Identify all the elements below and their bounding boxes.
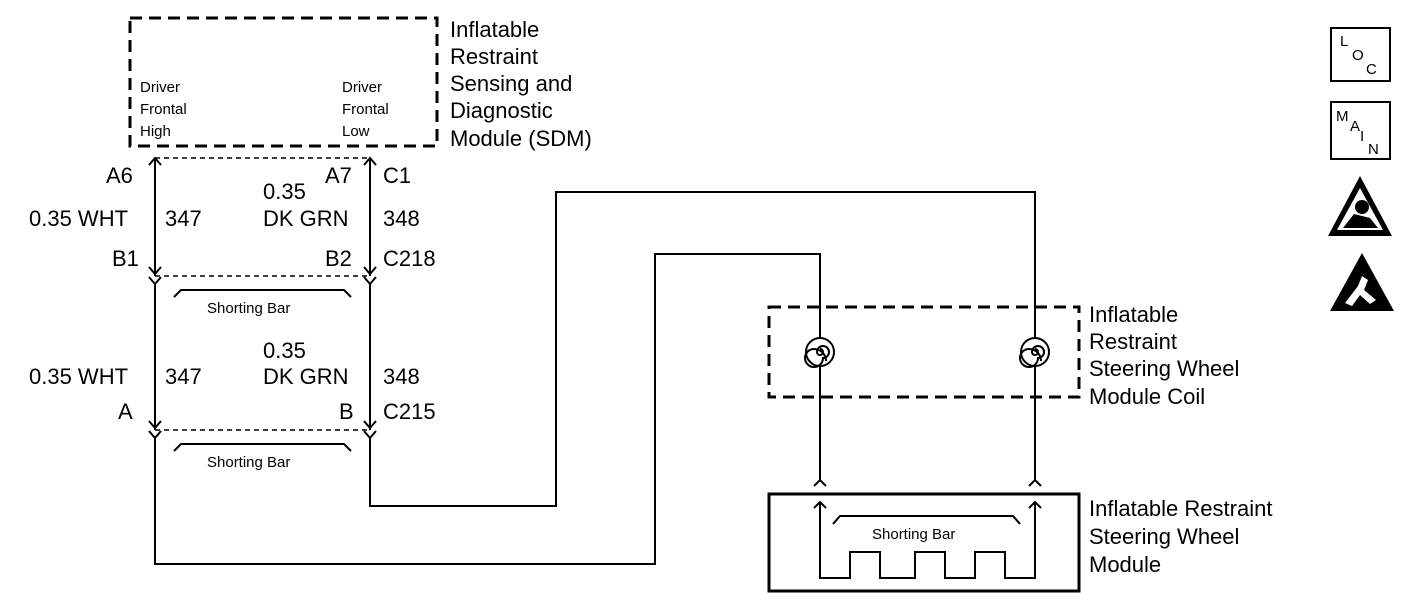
sdm-low-label: Driver Frontal Low [342, 79, 393, 140]
module-shorting-bar-label: Shorting Bar [872, 526, 955, 543]
svg-text:A: A [1350, 118, 1360, 135]
wire-upper-labels: 0.35 WHT 347 0.35 DK GRN 348 [29, 179, 420, 231]
c215-name: C215 [383, 399, 436, 424]
svg-text:C: C [1366, 61, 1377, 78]
wire-348-upper-color: DK GRN [263, 206, 349, 231]
c218-pin-b2: B2 [325, 246, 352, 271]
connector-c218: B1 B2 C218 Shorting Bar [112, 246, 436, 317]
c218-name: C218 [383, 246, 436, 271]
svg-text:I: I [1360, 128, 1364, 145]
coil-title: Inflatable Restraint Steering Wheel Modu… [1089, 302, 1246, 409]
wire-347-route [154, 253, 821, 565]
wire-lower-labels: 0.35 WHT 347 0.35 DK GRN 348 [29, 338, 420, 389]
wire-347-lower-circuit: 347 [165, 364, 202, 389]
svg-text:L: L [1340, 33, 1348, 50]
coil-outline [767, 305, 1081, 399]
loc-button[interactable]: L O C [1330, 27, 1391, 82]
c215-shorting-bar [173, 443, 352, 452]
svg-text:N: N [1368, 141, 1379, 158]
coil-spiral-right-icon [1019, 337, 1050, 368]
steering-wheel-module: Shorting Bar Inflatable Restraint Steeri… [767, 478, 1279, 593]
sdm-outline [128, 16, 439, 148]
steering-wheel-coil: Inflatable Restraint Steering Wheel Modu… [767, 302, 1246, 409]
main-button[interactable]: M A I N [1330, 101, 1391, 160]
esd-warning-icon[interactable] [1330, 253, 1394, 311]
module-title: Inflatable Restraint Steering Wheel Modu… [1089, 496, 1279, 577]
wire-348-upper-circuit: 348 [383, 206, 420, 231]
sdm-module: Inflatable Restraint Sensing and Diagnos… [128, 16, 592, 151]
module-outline [767, 492, 1081, 593]
c215-pin-b: B [339, 399, 354, 424]
svg-text:M: M [1336, 108, 1349, 125]
connector-c1: A6 A7 C1 [106, 156, 411, 188]
c1-pin-a7: A7 [325, 163, 352, 188]
c1-pin-a6: A6 [106, 163, 133, 188]
c218-shorting-bar-label: Shorting Bar [207, 300, 290, 317]
sdm-title: Inflatable Restraint Sensing and Diagnos… [450, 17, 592, 151]
module-shorting-bar [832, 515, 1021, 525]
c215-pin-a: A [118, 399, 133, 424]
c1-name: C1 [383, 163, 411, 188]
connector-c215: A B C215 Shorting Bar [118, 399, 436, 471]
wire-348-lower-size: 0.35 [263, 338, 306, 363]
c218-pin-b1: B1 [112, 246, 139, 271]
c218-shorting-bar [173, 289, 352, 298]
wire-348-route [369, 191, 1036, 507]
wire-347-lower-spec: 0.35 WHT [29, 364, 128, 389]
wire-348-lower-color: DK GRN [263, 364, 349, 389]
wire-347-upper-spec: 0.35 WHT [29, 206, 128, 231]
svg-text:O: O [1352, 47, 1364, 64]
sdm-high-label: Driver Frontal High [140, 79, 191, 140]
coil-spiral-left-icon [804, 337, 835, 368]
c215-shorting-bar-label: Shorting Bar [207, 454, 290, 471]
wire-348-lower-circuit: 348 [383, 364, 420, 389]
wire-347-upper-circuit: 347 [165, 206, 202, 231]
module-squib-circuit [819, 502, 1036, 579]
airbag-warning-icon[interactable] [1328, 176, 1392, 236]
wire-348-upper-size: 0.35 [263, 179, 306, 204]
